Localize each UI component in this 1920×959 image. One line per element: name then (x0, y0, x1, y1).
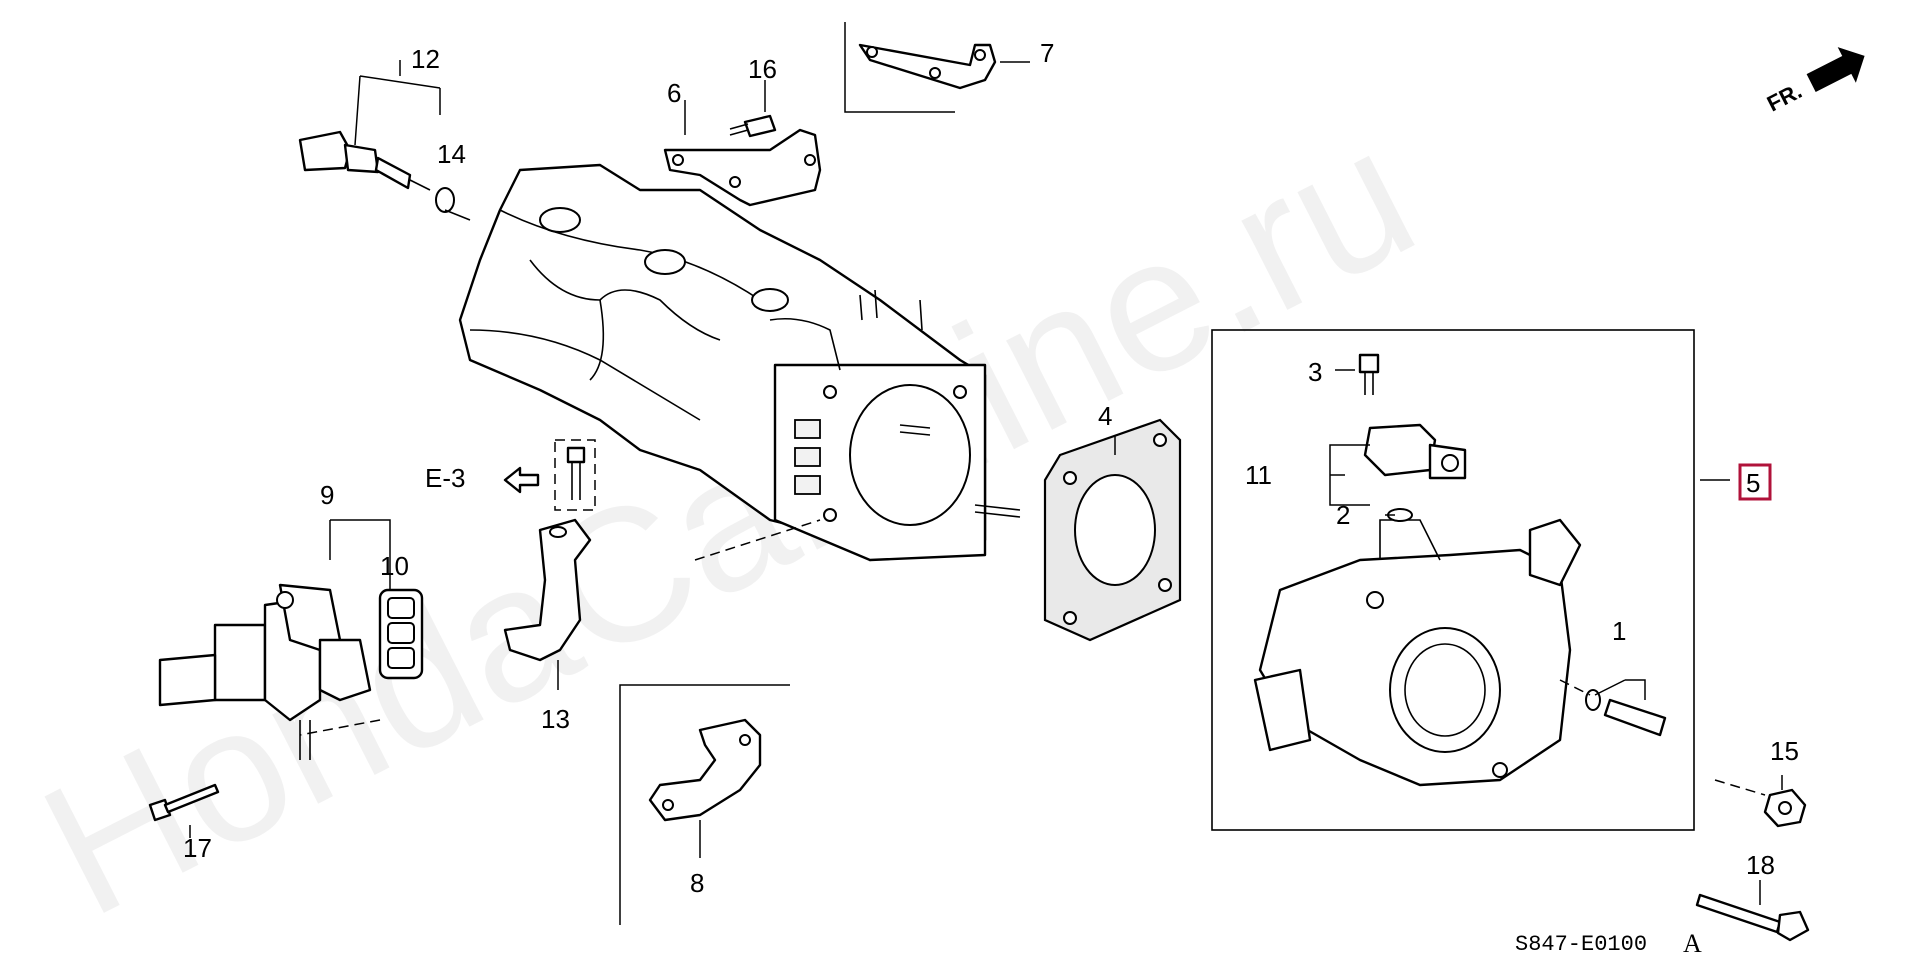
inset-frame-7 (844, 22, 955, 113)
callout-12: 12 (411, 44, 440, 74)
reference-arrow-icon (503, 466, 540, 494)
gasket-part-10[interactable] (378, 588, 424, 680)
diagram-code-text: S847-E0100 (1515, 932, 1647, 957)
leader-lines (189, 60, 1783, 905)
reference-e3-label: E-3 (425, 463, 465, 493)
callout-14: 14 (437, 139, 466, 169)
callout-18: 18 (1746, 850, 1775, 880)
bolt-part-13-dashed (554, 439, 596, 511)
intake-manifold[interactable] (458, 163, 1021, 562)
bolt-part-18[interactable] (1695, 893, 1810, 942)
inset-frame-8 (619, 684, 790, 925)
callout-16: 16 (748, 54, 777, 84)
callout-10: 10 (380, 551, 409, 581)
front-direction: FR. (1763, 47, 1865, 116)
bracket-part-6[interactable] (663, 128, 822, 207)
assembly-box-5 (1211, 329, 1695, 831)
tps-sensor-part-11[interactable] (1363, 423, 1467, 480)
sensor-part-12[interactable] (298, 130, 431, 191)
gasket-part-4[interactable] (1043, 418, 1182, 642)
bracket-part-8[interactable] (648, 718, 762, 822)
front-direction-label: FR. (1763, 78, 1806, 116)
bracket-part-7[interactable] (858, 43, 997, 90)
front-arrow-icon (1806, 47, 1865, 92)
screw-part-3[interactable] (1358, 353, 1380, 395)
callout-1: 1 (1612, 616, 1626, 646)
diagram-code: S847-E0100 A (1515, 929, 1702, 958)
clamp-part-13[interactable] (503, 518, 592, 662)
throttle-body[interactable] (1253, 518, 1582, 787)
callout-11: 11 (1245, 460, 1272, 490)
callout-15: 15 (1770, 736, 1799, 766)
callout-9: 9 (320, 480, 334, 510)
callout-13: 13 (541, 704, 570, 734)
callout-5: 5 (1746, 468, 1760, 498)
valve-assembly-part-9[interactable] (158, 583, 372, 760)
callout-5-frame (1738, 463, 1772, 501)
callout-4: 4 (1098, 401, 1112, 431)
callout-3: 3 (1308, 357, 1322, 387)
callout-17: 17 (183, 833, 212, 863)
callout-numbers: 12 14 6 16 7 4 9 10 13 8 17 3 11 2 1 15 … (183, 38, 1799, 898)
diagram-code-suffix: A (1683, 929, 1702, 958)
screw-part-1[interactable] (1585, 689, 1667, 737)
reference-e3[interactable]: E-3 (425, 463, 540, 494)
bolt-part-16[interactable] (729, 114, 777, 138)
callout-6: 6 (667, 78, 681, 108)
callout-2: 2 (1336, 500, 1350, 530)
callout-8: 8 (690, 868, 704, 898)
nut-part-15[interactable] (1763, 788, 1807, 828)
callout-5-highlight[interactable]: 5 (1738, 463, 1772, 501)
bolt-part-17[interactable] (148, 783, 220, 822)
callout-7: 7 (1040, 38, 1054, 68)
washer-part-14[interactable] (435, 187, 455, 213)
